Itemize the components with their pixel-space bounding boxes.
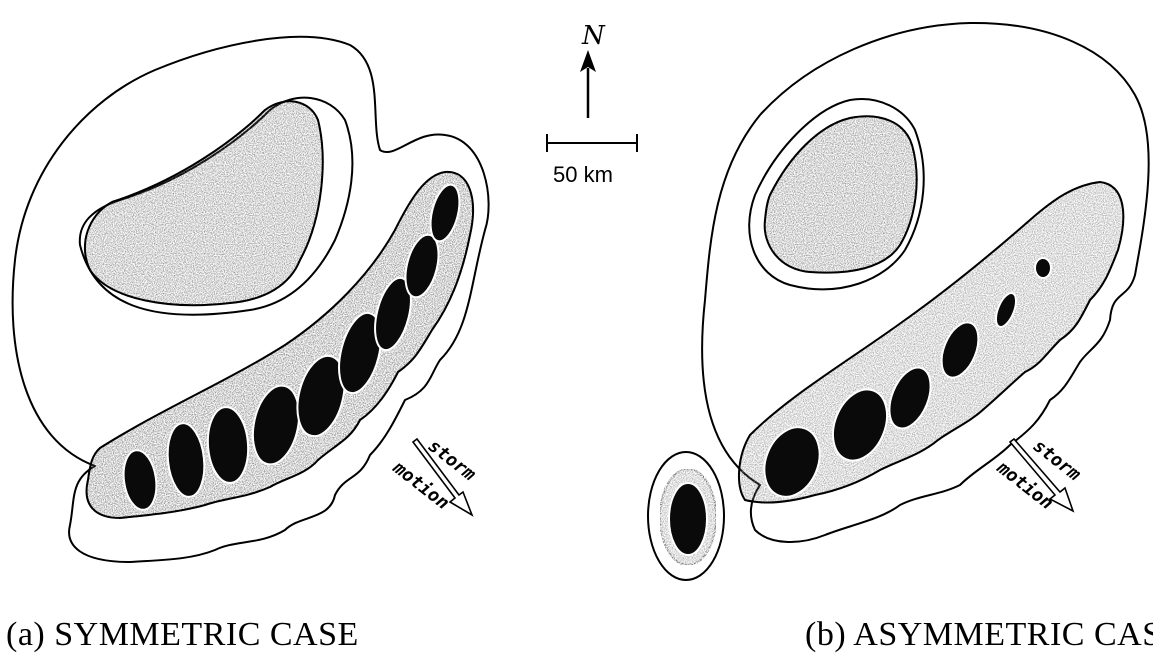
map-legend: N 50 km [547, 21, 637, 187]
panel-b-isolated-cell [648, 452, 724, 580]
panel-a: storm motion [13, 37, 489, 562]
panel-b: storm motion [648, 23, 1149, 580]
north-label: N [581, 21, 606, 51]
scale-label: 50 km [553, 162, 613, 187]
panel-a-trailing-stratiform [85, 101, 323, 305]
panel-a-caption: (a) SYMMETRIC CASE [6, 616, 359, 654]
scale-bar [547, 134, 637, 152]
panel-b-storm-motion-arrow: storm motion [992, 435, 1085, 514]
panel-b-caption: (b) ASYMMETRIC CASE [805, 616, 1153, 654]
panel-b-isolated-cell-core [669, 483, 707, 555]
panel-b-trailing-stratiform [765, 116, 917, 272]
panel-b-cell-6 [1035, 258, 1051, 278]
panel-a-storm-motion-arrow: storm motion [388, 435, 480, 515]
panel-b-storm-label: storm [1029, 435, 1085, 485]
